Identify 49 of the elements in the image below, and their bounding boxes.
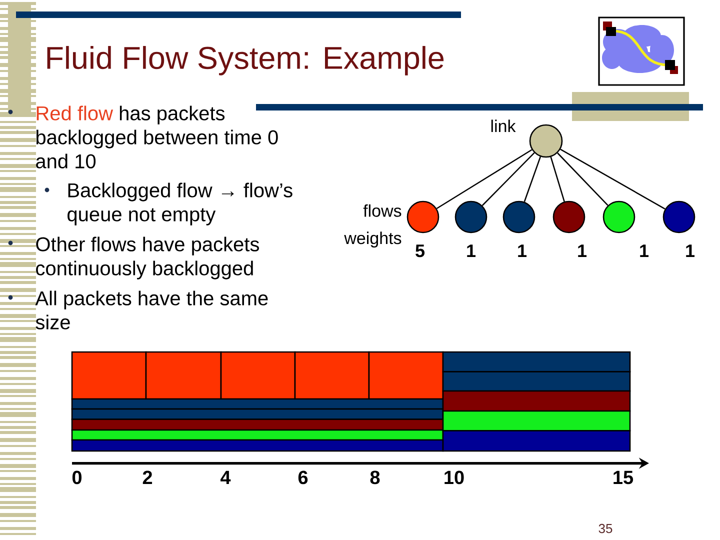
connector-line [550,156,565,202]
connector-line [557,152,608,206]
connector-line [436,149,532,210]
axis-tick-label: 0 [72,470,82,484]
axis-tick-label: 10 [444,470,464,484]
flow-band [71,429,444,441]
weight-number: 1 [686,244,695,257]
flow-band [71,418,444,431]
bullet-text: Backlogged flow → flow’s queue not empty [68,182,292,226]
flow-circle [552,200,586,234]
flow-circle [454,200,488,234]
flow-band [71,398,444,410]
packet-block [368,351,444,400]
flow-band [442,430,631,452]
bullet-text: Red flow has packets backlogged between time 0 and 10 [36,106,278,168]
axis-tick-label: 8 [370,470,380,484]
flow-band [442,390,631,412]
weight-number: 1 [578,244,587,257]
bullet-text: Other flows have packets continuously backlogged [36,236,259,280]
axis-tick-label: 2 [142,470,152,484]
axis-tick-label: 6 [298,470,308,484]
connector-line [560,148,666,210]
weight-number: 5 [416,244,425,258]
connector-line [524,156,542,202]
packet-block [294,351,370,400]
circle-label: link [491,120,516,132]
packet-block [71,351,147,400]
flow-band [71,439,444,452]
flow-band [442,410,631,432]
row-label: weights [344,232,402,248]
flow-circle [502,200,536,234]
axis-tick-label: 15 [614,470,634,484]
flow-band [442,351,631,372]
packet-block [220,351,296,400]
weight-number: 1 [640,244,649,257]
weight-number: 1 [467,244,476,257]
flow-circle [662,200,696,234]
flow-circle [602,200,636,234]
packet-block [145,351,222,400]
slide-title: Fluid Flow System: Example [47,46,444,76]
bullet-text: All packets have the same size [35,290,268,330]
link-circle [529,124,563,158]
flow-band [442,371,631,392]
flow-circle [406,200,440,234]
weight-number: 1 [518,244,527,257]
page-number: 35 [598,524,612,534]
flow-band [71,408,444,420]
axis-tick-label: 4 [220,470,231,484]
connector-line [482,152,535,206]
